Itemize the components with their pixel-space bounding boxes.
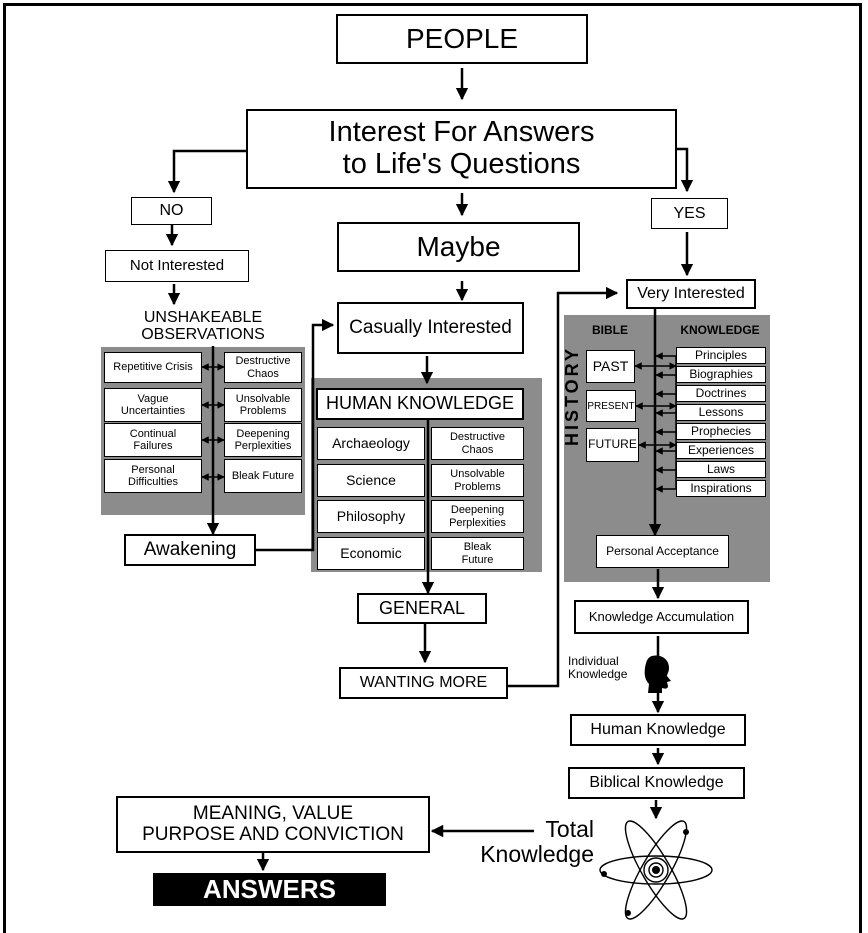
observation-item: Repetitive Crisis bbox=[104, 352, 202, 383]
knowledge-item: Inspirations bbox=[676, 480, 766, 497]
knowledge-header: KNOWLEDGE bbox=[680, 323, 760, 337]
knowledge-item: Doctrines bbox=[676, 385, 766, 402]
human-knowledge-header: HUMAN KNOWLEDGE bbox=[316, 388, 524, 420]
field-item: Science bbox=[317, 464, 425, 497]
casually-interested-box: Casually Interested bbox=[337, 302, 524, 354]
time-period: PRESENT bbox=[586, 390, 636, 422]
very-interested-box: Very Interested bbox=[626, 279, 756, 309]
atom-icon bbox=[599, 820, 713, 920]
field-item: Economic bbox=[317, 537, 425, 570]
field-item: Philosophy bbox=[317, 500, 425, 533]
human-knowledge-box: Human Knowledge bbox=[570, 714, 746, 746]
knowledge-item: Lessons bbox=[676, 404, 766, 421]
personal-acceptance-box: Personal Acceptance bbox=[596, 535, 729, 568]
observations-title: UNSHAKEABLE OBSERVATIONS bbox=[141, 309, 265, 344]
yes-box: YES bbox=[651, 198, 728, 229]
knowledge-item: Experiences bbox=[676, 442, 766, 459]
knowledge-item: Prophecies bbox=[676, 423, 766, 440]
bible-header: BIBLE bbox=[592, 323, 628, 337]
head-silhouette-icon bbox=[644, 655, 671, 693]
wanting-more-box: WANTING MORE bbox=[339, 667, 508, 699]
consequence-item: Destructive Chaos bbox=[224, 352, 302, 383]
interest-box: Interest For Answers to Life's Questions bbox=[246, 109, 677, 189]
outcome-item: Deepening Perplexities bbox=[431, 500, 524, 533]
meaning-box: MEANING, VALUE PURPOSE AND CONVICTION bbox=[116, 796, 430, 853]
field-item: Archaeology bbox=[317, 427, 425, 460]
no-box: NO bbox=[131, 197, 212, 225]
time-period: FUTURE bbox=[586, 428, 639, 462]
general-box: GENERAL bbox=[357, 593, 487, 624]
history-label: HISTORY bbox=[562, 345, 582, 446]
knowledge-item: Laws bbox=[676, 461, 766, 478]
knowledge-accumulation-box: Knowledge Accumulation bbox=[574, 600, 749, 634]
consequence-item: Bleak Future bbox=[224, 459, 302, 493]
people-box: PEOPLE bbox=[336, 14, 588, 64]
consequence-item: Deepening Perplexities bbox=[224, 423, 302, 457]
time-period: PAST bbox=[586, 350, 635, 383]
biblical-knowledge-box: Biblical Knowledge bbox=[568, 767, 745, 799]
awakening-box: Awakening bbox=[124, 534, 256, 566]
observation-item: Personal Difficulties bbox=[104, 459, 202, 493]
knowledge-item: Principles bbox=[676, 347, 766, 364]
answers-box: ANSWERS bbox=[153, 873, 386, 906]
observation-item: Vague Uncertainties bbox=[104, 388, 202, 422]
outcome-item: Unsolvable Problems bbox=[431, 464, 524, 497]
not-interested-box: Not Interested bbox=[105, 250, 249, 282]
outcome-item: Destructive Chaos bbox=[431, 427, 524, 460]
diagram-frame bbox=[3, 3, 862, 933]
maybe-box: Maybe bbox=[337, 222, 580, 272]
knowledge-item: Biographies bbox=[676, 366, 766, 383]
total-knowledge-label: Total Knowledge bbox=[480, 816, 594, 867]
consequence-item: Unsolvable Problems bbox=[224, 388, 302, 422]
outcome-item: Bleak Future bbox=[431, 537, 524, 570]
individual-knowledge-label: Individual Knowledge bbox=[568, 654, 628, 681]
observation-item: Continual Failures bbox=[104, 423, 202, 457]
